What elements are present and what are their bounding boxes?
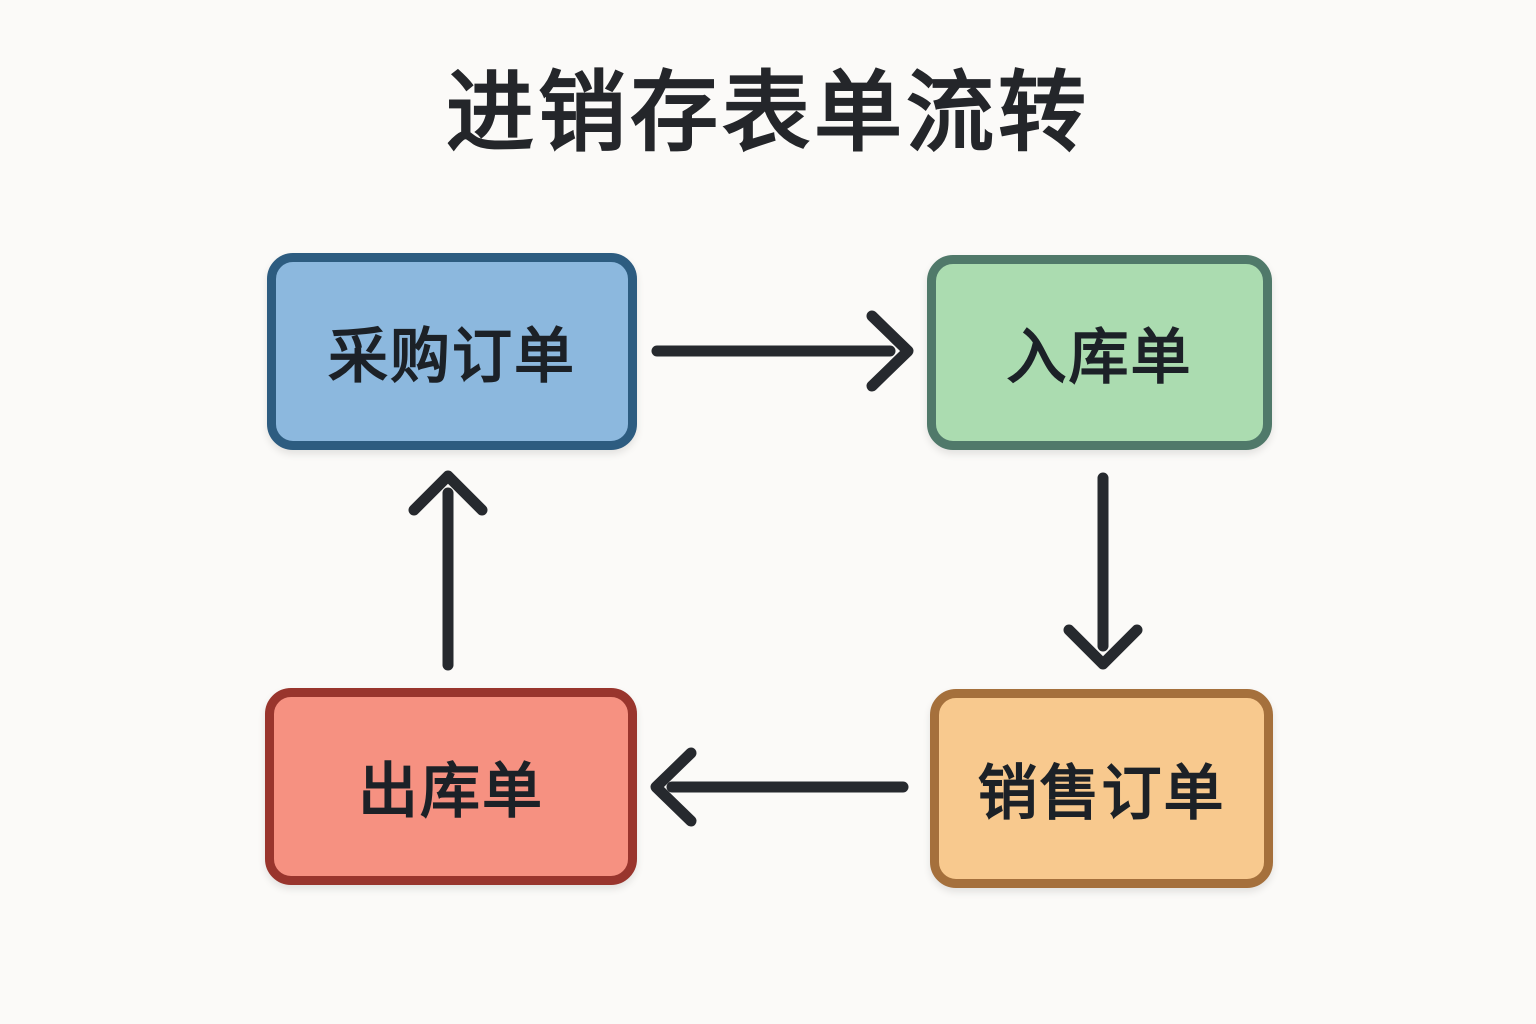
- node-sales-order: 销售订单: [930, 689, 1273, 888]
- arrow-outbound-to-purchase-icon: [408, 470, 488, 671]
- node-inbound-receipt-label: 入库单: [1006, 323, 1193, 393]
- node-sales-order-label: 销售订单: [977, 759, 1226, 829]
- arrow-inbound-to-sales-icon: [1063, 472, 1143, 670]
- node-outbound-receipt: 出库单: [265, 688, 637, 885]
- node-purchase-order-label: 采购订单: [328, 322, 576, 392]
- arrow-sales-to-outbound-icon: [650, 747, 909, 827]
- arrow-purchase-to-inbound-icon: [651, 310, 914, 392]
- node-purchase-order: 采购订单: [267, 253, 637, 450]
- node-inbound-receipt: 入库单: [927, 255, 1272, 450]
- diagram-title: 进销存表单流转: [445, 61, 1090, 164]
- node-outbound-receipt-label: 出库单: [358, 757, 544, 827]
